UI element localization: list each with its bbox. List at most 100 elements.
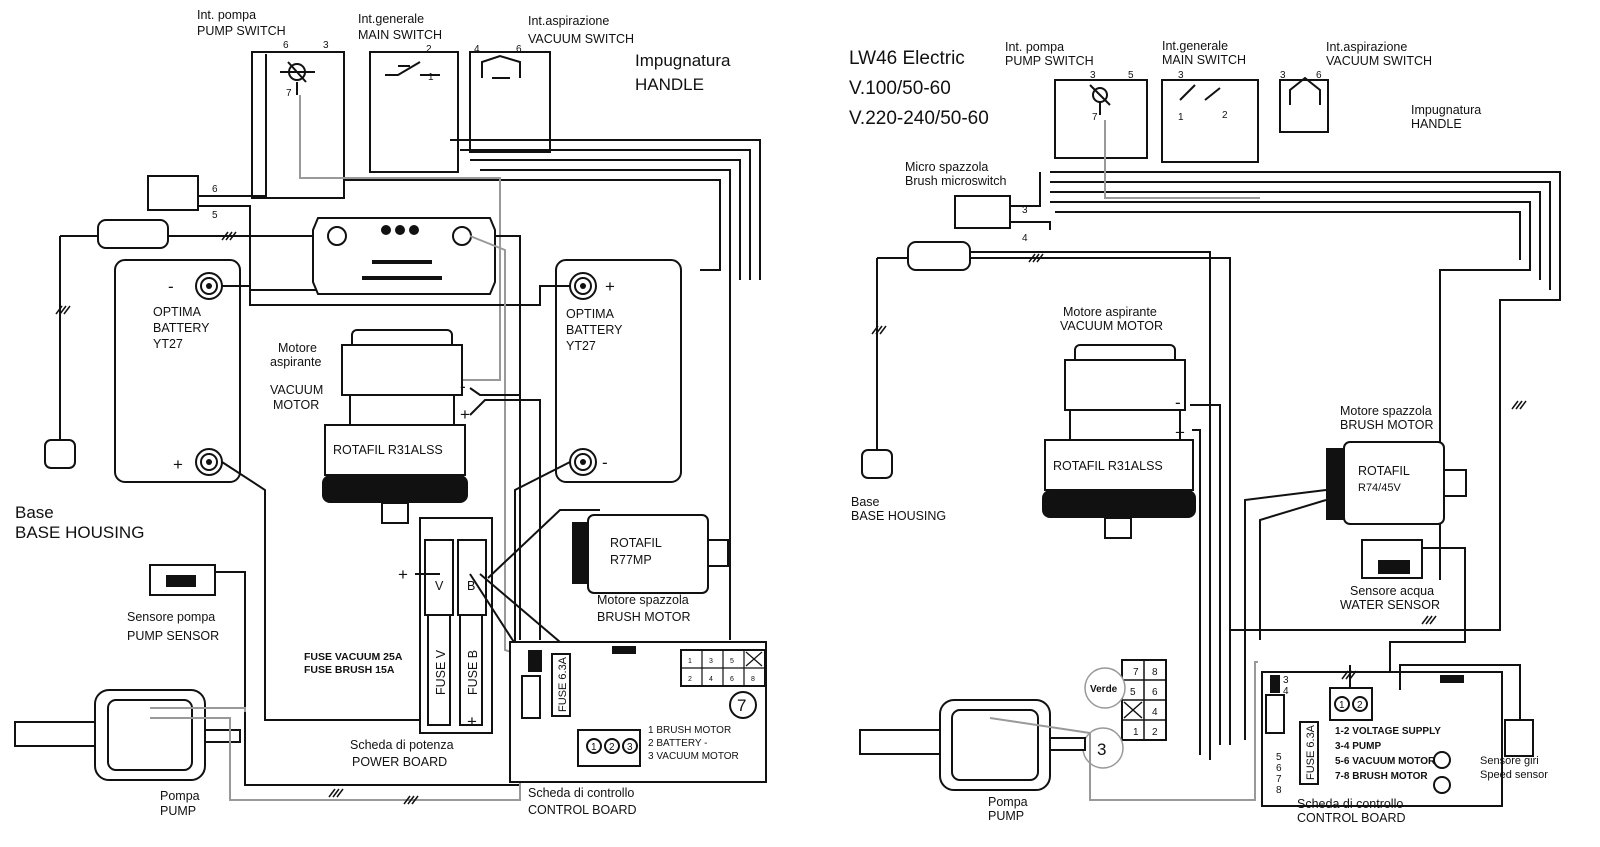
svg-text:-: - xyxy=(168,277,174,296)
svg-text:OPTIMA: OPTIMA xyxy=(566,307,615,321)
handle-label-it: Impugnatura xyxy=(635,51,731,70)
svg-text:Base: Base xyxy=(15,503,54,522)
svg-text:7: 7 xyxy=(1276,774,1282,785)
brush-motor xyxy=(572,514,729,594)
svg-text:Speed sensor: Speed sensor xyxy=(1480,769,1548,781)
svg-text:Brush microswitch: Brush microswitch xyxy=(905,174,1006,188)
svg-text:ROTAFIL R31ALSS: ROTAFIL R31ALSS xyxy=(333,443,443,457)
svg-text:5: 5 xyxy=(1130,687,1136,698)
svg-text:Motore spazzola: Motore spazzola xyxy=(597,593,689,607)
svg-text:VACUUM SWITCH: VACUUM SWITCH xyxy=(1326,54,1432,68)
svg-text:HANDLE: HANDLE xyxy=(1411,117,1462,131)
svg-text:Sensore pompa: Sensore pompa xyxy=(127,610,215,624)
battery-charger xyxy=(312,217,496,295)
svg-text:Motore: Motore xyxy=(278,341,317,355)
svg-text:3: 3 xyxy=(1178,70,1184,81)
svg-text:+: + xyxy=(1175,423,1185,442)
svg-text:+: + xyxy=(605,277,615,296)
svg-text:+: + xyxy=(467,712,477,731)
svg-text:6: 6 xyxy=(516,44,522,55)
svg-text:FUSE B: FUSE B xyxy=(466,650,480,695)
svg-text:7: 7 xyxy=(737,696,746,715)
svg-text:2: 2 xyxy=(688,676,692,683)
svg-text:YT27: YT27 xyxy=(153,337,183,351)
svg-text:FUSE VACUUM 25A: FUSE VACUUM 25A xyxy=(304,651,403,663)
control-board xyxy=(1261,671,1503,807)
svg-text:-: - xyxy=(460,377,466,396)
vacuum-switch-icon xyxy=(1289,76,1321,105)
svg-text:3-4 PUMP: 3-4 PUMP xyxy=(1335,741,1381,752)
svg-text:4: 4 xyxy=(1283,686,1289,697)
left-diagram: 6 3 7 2 1 4 6 Int. pompa PUMP SWITCH Int… xyxy=(14,8,767,818)
main-switch-box xyxy=(1161,79,1259,163)
svg-text:+: + xyxy=(173,455,183,474)
svg-text:3: 3 xyxy=(1097,740,1106,759)
svg-text:8: 8 xyxy=(1276,785,1282,796)
svg-text:BRUSH MOTOR: BRUSH MOTOR xyxy=(1340,418,1434,432)
svg-text:B: B xyxy=(467,579,475,593)
svg-text:Int. pompa: Int. pompa xyxy=(1005,40,1064,54)
svg-text:3: 3 xyxy=(323,40,329,51)
svg-text:FUSE 6.3A: FUSE 6.3A xyxy=(557,656,569,712)
svg-text:2: 2 xyxy=(1357,700,1363,711)
svg-text:VACUUM MOTOR: VACUUM MOTOR xyxy=(1060,319,1163,333)
svg-text:Int.generale: Int.generale xyxy=(1162,39,1228,53)
svg-text:6: 6 xyxy=(283,40,289,51)
svg-text:2: 2 xyxy=(426,44,432,55)
svg-text:Micro spazzola: Micro spazzola xyxy=(905,160,988,174)
svg-text:Scheda di controllo: Scheda di controllo xyxy=(528,786,634,800)
svg-text:5: 5 xyxy=(212,210,218,221)
connector-8pin xyxy=(680,649,766,687)
svg-text:6: 6 xyxy=(730,676,734,683)
svg-text:+: + xyxy=(398,565,408,584)
svg-text:3: 3 xyxy=(1283,675,1289,686)
main-switch-label-it: Int.generale xyxy=(358,12,424,26)
svg-text:YT27: YT27 xyxy=(566,339,596,353)
svg-text:MAIN SWITCH: MAIN SWITCH xyxy=(1162,53,1246,67)
svg-text:POWER BOARD: POWER BOARD xyxy=(352,755,447,769)
pump xyxy=(859,699,1086,791)
svg-text:WATER SENSOR: WATER SENSOR xyxy=(1340,598,1440,612)
svg-text:1: 1 xyxy=(428,72,434,83)
svg-text:5: 5 xyxy=(1276,752,1282,763)
svg-text:1: 1 xyxy=(1178,112,1184,123)
svg-text:3: 3 xyxy=(1022,205,1028,216)
svg-text:PUMP SENSOR: PUMP SENSOR xyxy=(127,629,219,643)
svg-text:R74/45V: R74/45V xyxy=(1358,482,1401,494)
svg-text:4: 4 xyxy=(1022,233,1028,244)
svg-text:-: - xyxy=(1175,393,1181,412)
svg-text:BASE HOUSING: BASE HOUSING xyxy=(15,523,144,542)
svg-text:6: 6 xyxy=(1316,70,1322,81)
svg-text:PUMP SWITCH: PUMP SWITCH xyxy=(1005,54,1094,68)
pump-switch-label-en: PUMP SWITCH xyxy=(197,24,286,38)
svg-text:BRUSH MOTOR: BRUSH MOTOR xyxy=(597,610,691,624)
right-diagram: LW46 Electric V.100/50-60 V.220-240/50-6… xyxy=(849,39,1561,825)
svg-text:5: 5 xyxy=(1128,70,1134,81)
svg-text:V.100/50-60: V.100/50-60 xyxy=(849,78,951,99)
main-switch-icon xyxy=(1179,84,1221,101)
vacuum-switch-icon xyxy=(481,54,521,79)
svg-text:1 BRUSH MOTOR: 1 BRUSH MOTOR xyxy=(648,725,731,736)
svg-text:7-8 BRUSH MOTOR: 7-8 BRUSH MOTOR xyxy=(1335,771,1428,782)
brush-microswitch xyxy=(954,195,1011,229)
svg-text:2 BATTERY -: 2 BATTERY - xyxy=(648,738,707,749)
handle-label-en: HANDLE xyxy=(635,75,704,94)
svg-text:5-6 VACUUM MOTOR: 5-6 VACUUM MOTOR xyxy=(1335,756,1436,767)
svg-text:4: 4 xyxy=(474,44,480,55)
svg-text:OPTIMA: OPTIMA xyxy=(153,305,202,319)
svg-text:4: 4 xyxy=(1152,707,1158,718)
svg-text:Sensore giri: Sensore giri xyxy=(1480,755,1539,767)
vacuum-switch-label-en: VACUUM SWITCH xyxy=(528,32,634,46)
battery-left xyxy=(114,259,241,483)
svg-text:5: 5 xyxy=(730,658,734,665)
svg-text:PUMP: PUMP xyxy=(160,804,196,818)
svg-text:Motore spazzola: Motore spazzola xyxy=(1340,404,1432,418)
svg-text:1-2 VOLTAGE SUPPLY: 1-2 VOLTAGE SUPPLY xyxy=(1335,726,1441,737)
svg-text:1: 1 xyxy=(688,658,692,665)
svg-text:ROTAFIL: ROTAFIL xyxy=(1358,464,1410,478)
vacuum-switch-box xyxy=(469,51,551,153)
svg-text:ROTAFIL R31ALSS: ROTAFIL R31ALSS xyxy=(1053,459,1163,473)
svg-text:MOTOR: MOTOR xyxy=(273,398,319,412)
svg-text:Sensore acqua: Sensore acqua xyxy=(1350,584,1434,598)
svg-text:6: 6 xyxy=(1276,763,1282,774)
